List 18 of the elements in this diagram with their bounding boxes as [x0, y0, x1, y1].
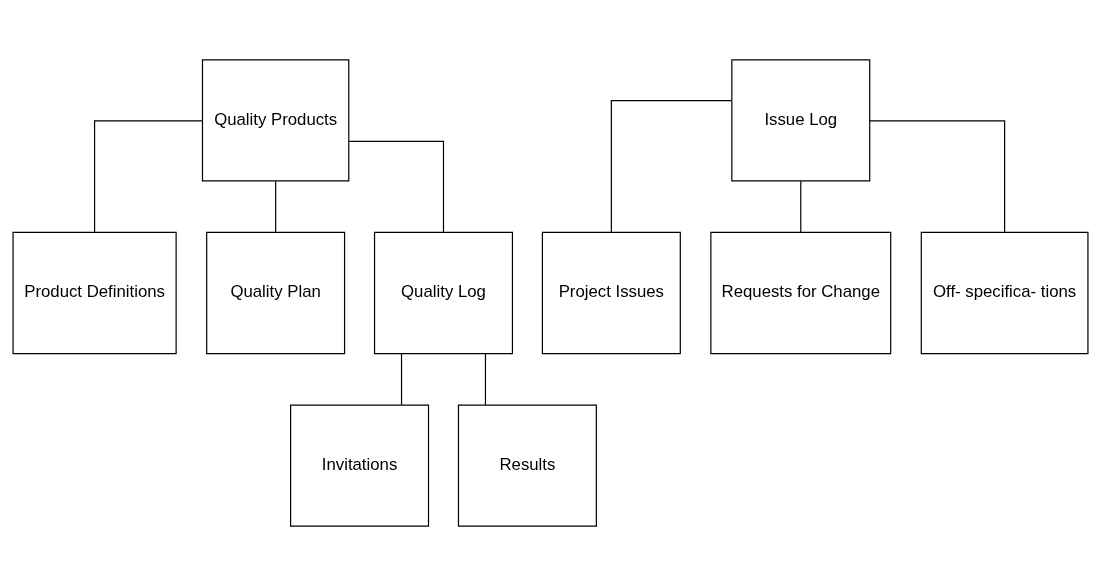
node-box: Quality Plan: [206, 231, 346, 354]
connector: [610, 99, 732, 233]
node-box: Quality Products: [201, 58, 350, 181]
connector: [800, 180, 802, 233]
node-box: Quality Log: [373, 231, 514, 354]
connector: [275, 180, 277, 233]
node-box: Off- specifica- tions: [920, 231, 1089, 354]
node-box: Invitations: [290, 404, 430, 527]
connector: [400, 352, 403, 405]
node-box: Product Definitions: [12, 231, 177, 354]
node-box: Project Issues: [541, 231, 681, 354]
node-box: Requests for Change: [710, 231, 892, 354]
connector: [869, 119, 1006, 233]
node-box: Issue Log: [731, 58, 871, 181]
connector: [484, 352, 487, 405]
connector: [94, 119, 203, 233]
connector: [348, 140, 445, 233]
node-box: Results: [457, 404, 597, 527]
